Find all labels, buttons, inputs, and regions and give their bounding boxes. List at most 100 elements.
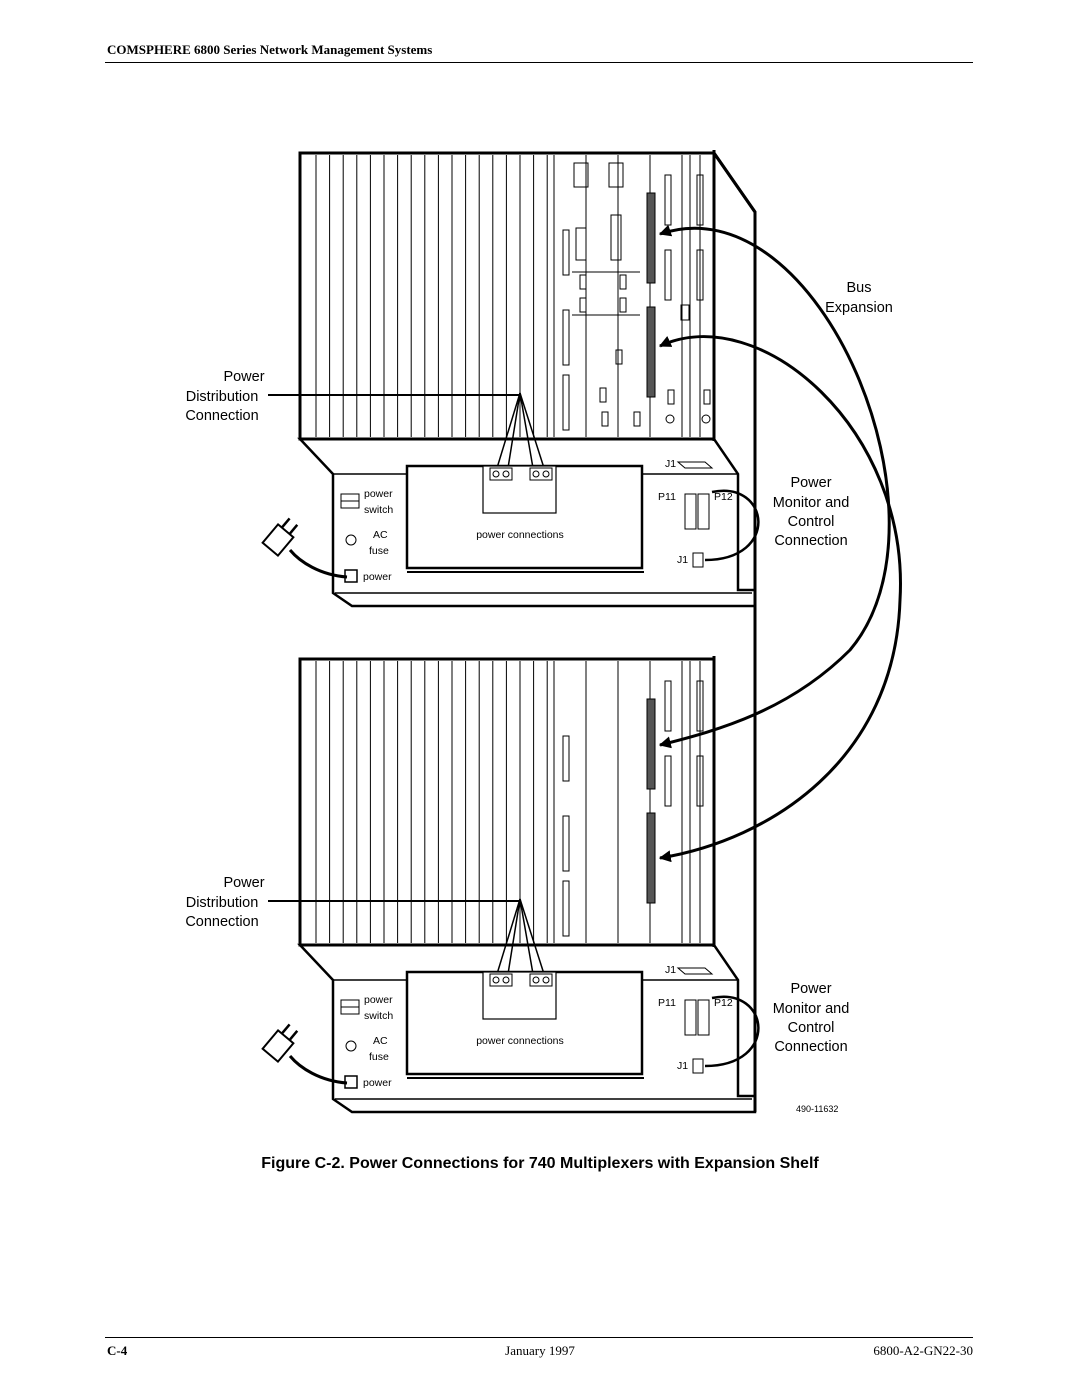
header-rule xyxy=(105,62,973,63)
terminal-block xyxy=(482,971,557,1020)
power-monitor-cable xyxy=(704,995,760,1068)
pmc-label-3: Control xyxy=(788,1020,835,1036)
pdc-wires xyxy=(496,392,545,469)
bus-connector-bottom xyxy=(646,306,656,398)
j1-bottom-connector xyxy=(692,552,704,568)
power-inlet-label: power xyxy=(363,1077,392,1089)
card-connector xyxy=(562,374,570,431)
lower-expansion-shelf: power connectionspowerswitchACfusepowerJ… xyxy=(185,152,850,1114)
ac-fuse-label-1: AC xyxy=(373,1035,388,1047)
ac-fuse-label-2: fuse xyxy=(369,1051,389,1063)
power-switch-label-2: switch xyxy=(364,1010,393,1022)
j1-top-connector xyxy=(676,461,714,469)
card-toggle xyxy=(579,274,587,290)
pdc-label-1: Power xyxy=(223,875,264,891)
pmc-label-1: Power xyxy=(790,981,831,997)
figure-caption: Figure C-2. Power Connections for 740 Mu… xyxy=(261,1155,819,1172)
pmc-label-1: Power xyxy=(790,475,831,491)
card-connector xyxy=(664,174,672,226)
card-led xyxy=(665,414,675,424)
ac-fuse xyxy=(345,1040,357,1052)
card-toggle xyxy=(601,411,609,427)
p11-connector xyxy=(684,999,697,1036)
pdc-label-3: Connection xyxy=(185,914,258,930)
p11-label: P11 xyxy=(658,997,676,1009)
card-connector xyxy=(696,680,704,732)
bus-connector-top xyxy=(646,192,656,284)
j1-top-connector xyxy=(676,967,714,975)
power-supply-base: power connectionspowerswitchACfusepowerJ… xyxy=(261,943,760,1114)
card-led xyxy=(701,414,711,424)
power-cord xyxy=(288,1055,348,1085)
power-switch-label-1: power xyxy=(364,994,393,1006)
card-toggle xyxy=(579,297,587,313)
pmc-label-4: Connection xyxy=(774,533,847,549)
terminal xyxy=(529,973,553,987)
base-outline xyxy=(297,943,757,1114)
power-inlet-label: power xyxy=(363,571,392,583)
bus-expansion-label-2: Expansion xyxy=(825,300,893,316)
bus-expansion-label-1: Bus xyxy=(847,280,872,296)
page-number: C-4 xyxy=(107,1343,128,1358)
j1-top-label: J1 xyxy=(665,964,676,976)
card-switch xyxy=(608,162,624,188)
power-connections-label: power connections xyxy=(476,1035,564,1047)
card-connector xyxy=(562,229,570,276)
card-toggle xyxy=(703,389,711,405)
upper-multiplexer-shelf: power connectionspowerswitchACfusepowerJ… xyxy=(185,150,850,608)
terminal xyxy=(489,973,513,987)
card-toggle xyxy=(619,274,627,290)
terminal xyxy=(529,467,553,481)
figure-number: 490-11632 xyxy=(796,1104,838,1114)
pmc-label-2: Monitor and xyxy=(773,1001,850,1017)
card-connector xyxy=(562,735,570,782)
card-connector xyxy=(696,174,704,226)
pmc-label-4: Connection xyxy=(774,1039,847,1055)
j1-top-label: J1 xyxy=(665,458,676,470)
footer-date: January 1997 xyxy=(505,1343,575,1358)
ac-fuse-label-2: fuse xyxy=(369,545,389,557)
card-switch xyxy=(573,162,589,188)
cage-side xyxy=(712,152,757,606)
terminal xyxy=(489,467,513,481)
card-connector xyxy=(696,249,704,301)
card-connector xyxy=(664,249,672,301)
j1-bottom-label: J1 xyxy=(677,1060,688,1072)
card-led-block xyxy=(610,214,622,261)
card-toggle xyxy=(619,297,627,313)
p12-connector xyxy=(697,999,710,1036)
card-led-block xyxy=(575,227,587,261)
terminal-block xyxy=(482,465,557,514)
card-connector xyxy=(664,680,672,732)
document-id: 6800-A2-GN22-30 xyxy=(873,1343,973,1358)
pdc-label-1: Power xyxy=(223,369,264,385)
power-supply-base: power connectionspowerswitchACfusepowerJ… xyxy=(261,437,760,608)
card-toggle xyxy=(599,387,607,403)
ac-fuse xyxy=(345,534,357,546)
ac-fuse-label-1: AC xyxy=(373,529,388,541)
bus-expansion-cables xyxy=(658,224,902,863)
power-switch-label-2: switch xyxy=(364,504,393,516)
running-header: COMSPHERE 6800 Series Network Management… xyxy=(107,42,433,57)
card-cage xyxy=(298,150,757,606)
pdc-label-2: Distribution xyxy=(186,389,259,405)
cage-side xyxy=(712,152,757,1112)
card-connector xyxy=(562,309,570,366)
card-toggle xyxy=(633,411,641,427)
p11-connector xyxy=(684,493,697,530)
j1-bottom-connector xyxy=(692,1058,704,1074)
pmc-label-3: Control xyxy=(788,514,835,530)
power-monitor-cable xyxy=(704,489,760,562)
power-cord xyxy=(288,549,348,579)
pdc-label-3: Connection xyxy=(185,408,258,424)
pmc-label-2: Monitor and xyxy=(773,495,850,511)
card-connector xyxy=(664,755,672,807)
card-connector xyxy=(562,815,570,872)
j1-bottom-label: J1 xyxy=(677,554,688,566)
card-connector xyxy=(562,880,570,937)
pdc-label-2: Distribution xyxy=(186,895,259,911)
plug-icon xyxy=(261,1023,299,1064)
bus-connector-bottom xyxy=(646,812,656,904)
card-toggle xyxy=(667,389,675,405)
